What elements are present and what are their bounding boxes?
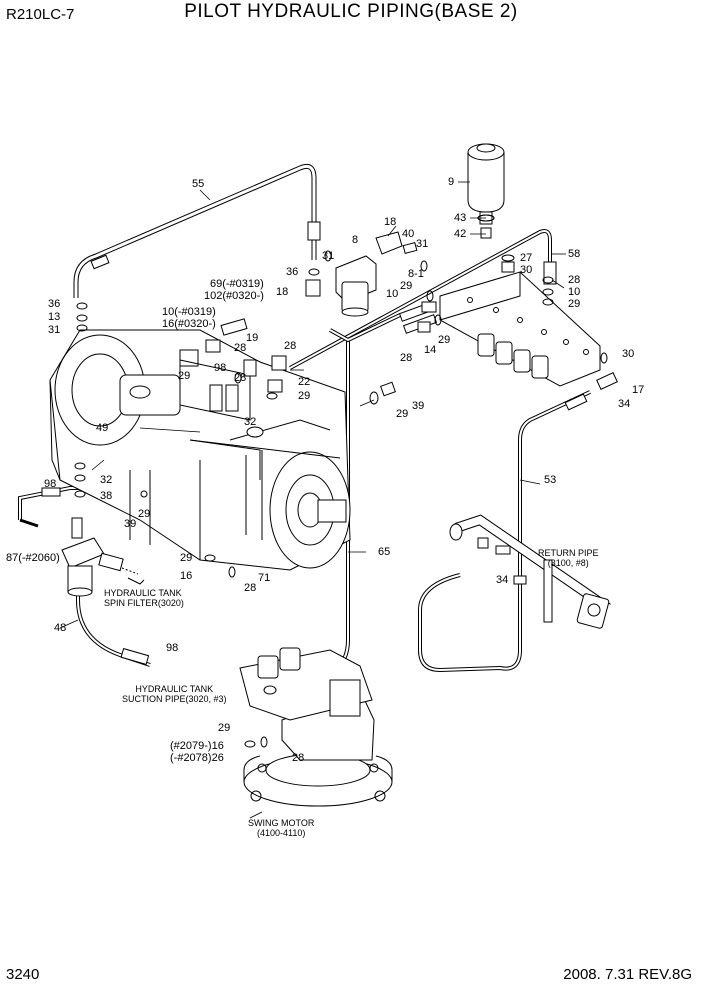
- part-label-31b: 31: [322, 250, 335, 262]
- part-label-102: 102(#0320-): [204, 290, 264, 302]
- part-label-28b: 28: [234, 342, 247, 354]
- note-spin-filter: HYDRAULIC TANK SPIN FILTER(3020): [104, 588, 184, 608]
- part-label-18: 18: [384, 216, 397, 228]
- part-label-30b: 30: [622, 348, 635, 360]
- page-title: PILOT HYDRAULIC PIPING(BASE 2): [184, 1, 518, 22]
- part-label-32a: 32: [244, 416, 257, 428]
- part-label-16d: (#2079-)16: [170, 740, 224, 752]
- part-label-39b: 39: [124, 518, 137, 530]
- part-label-34a: 34: [618, 398, 631, 410]
- line-filter-8: [335, 255, 377, 317]
- part-label-53: 53: [544, 474, 557, 486]
- pipe-58: [289, 229, 557, 370]
- part-label-10c: 10(-#0319): [162, 306, 216, 318]
- spin-filter: [61, 517, 145, 597]
- part-label-28g: 28: [292, 752, 305, 764]
- part-label-29e: 29: [298, 390, 311, 402]
- part-label-87: 87(-#2060): [6, 552, 60, 564]
- model-code: R210LC-7: [6, 6, 75, 23]
- part-label-16b: 16: [180, 570, 193, 582]
- part-label-9: 9: [448, 176, 455, 188]
- part-label-8: 8: [352, 234, 359, 246]
- part-label-29d: 29: [438, 334, 451, 346]
- fittings-cluster: [205, 231, 618, 397]
- part-label-36b: 36: [48, 298, 61, 310]
- part-label-29c: 29: [178, 370, 191, 382]
- part-label-28a: 28: [568, 274, 581, 286]
- part-label-28c: 28: [284, 340, 297, 352]
- part-label-32b: 32: [100, 474, 113, 486]
- accumulator-9: [467, 143, 505, 239]
- note-suction-pipe: HYDRAULIC TANK SUCTION PIPE(3020, #3): [122, 684, 227, 704]
- note-suction-line2: SUCTION PIPE(3020, #3): [122, 694, 227, 704]
- part-label-31a: 31: [416, 238, 429, 250]
- part-label-19: 19: [246, 332, 259, 344]
- part-label-26: (-#2078)26: [170, 752, 224, 764]
- pipe-53: [418, 390, 591, 673]
- part-label-34b: 34: [496, 574, 509, 586]
- part-label-49: 49: [96, 422, 109, 434]
- part-label-29b: 29: [400, 280, 413, 292]
- note-return-line2: (3100, #8): [547, 558, 589, 568]
- swing-motor: [239, 647, 393, 807]
- part-label-55: 55: [192, 178, 205, 190]
- note-swing-motor: SWING MOTOR (4100-4110): [248, 818, 314, 838]
- part-label-28d: 28: [234, 372, 247, 384]
- part-label-22: 22: [298, 376, 311, 388]
- note-swing-line2: (4100-4110): [256, 828, 306, 838]
- solenoid-valve-block: [439, 254, 601, 387]
- part-label-18b: 18: [276, 286, 289, 298]
- part-label-98a: 98: [214, 362, 227, 374]
- part-label-38: 38: [100, 490, 113, 502]
- part-label-17: 17: [632, 384, 645, 396]
- o-rings: [74, 214, 608, 748]
- part-label-16c: 16(#0320-): [162, 318, 216, 330]
- part-label-42: 42: [454, 228, 467, 240]
- part-label-28f: 28: [244, 582, 257, 594]
- page-number: 3240: [6, 966, 40, 983]
- note-return-line1: RETURN PIPE: [538, 548, 599, 558]
- part-label-28e: 28: [400, 352, 413, 364]
- part-label-29g: 29: [138, 508, 151, 520]
- part-label-14: 14: [424, 344, 437, 356]
- part-label-29i: 29: [218, 722, 231, 734]
- part-label-71: 71: [258, 572, 271, 584]
- revision-date: 2008. 7.31 REV.8G: [563, 966, 692, 983]
- main-pump: [49, 329, 351, 571]
- part-label-30a: 30: [520, 264, 533, 276]
- part-label-27: 27: [520, 252, 533, 264]
- hose-55: [73, 163, 321, 298]
- note-spin-filter-line2: SPIN FILTER(3020): [104, 598, 184, 608]
- pipe-left-38: [18, 486, 80, 528]
- part-label-31c: 31: [48, 324, 61, 336]
- hose-48: [76, 580, 151, 667]
- part-label-29f: 29: [396, 408, 409, 420]
- part-label-10b: 10: [386, 288, 399, 300]
- part-label-65: 65: [378, 546, 391, 558]
- part-label-98c: 98: [166, 642, 179, 654]
- part-label-10a: 10: [568, 286, 581, 298]
- note-spin-filter-line1: HYDRAULIC TANK: [104, 588, 182, 598]
- part-label-58: 58: [568, 248, 581, 260]
- leader-lines: [59, 181, 566, 819]
- note-swing-line1: SWING MOTOR: [248, 818, 315, 828]
- part-label-48: 48: [54, 622, 67, 634]
- part-label-40: 40: [402, 228, 415, 240]
- part-label-39a: 39: [412, 400, 425, 412]
- part-label-43: 43: [454, 212, 467, 224]
- return-pipe: [449, 514, 611, 629]
- part-label-98b: 98: [44, 478, 57, 490]
- part-label-13: 13: [48, 311, 61, 323]
- note-return-pipe: RETURN PIPE (3100, #8): [538, 548, 599, 568]
- part-label-8-1: 8-1: [408, 268, 424, 280]
- part-label-69: 69(-#0319): [210, 278, 264, 290]
- note-suction-line1: HYDRAULIC TANK: [135, 684, 214, 694]
- part-label-36a: 36: [286, 266, 299, 278]
- part-label-29a: 29: [568, 298, 581, 310]
- part-label-29h: 29: [180, 552, 193, 564]
